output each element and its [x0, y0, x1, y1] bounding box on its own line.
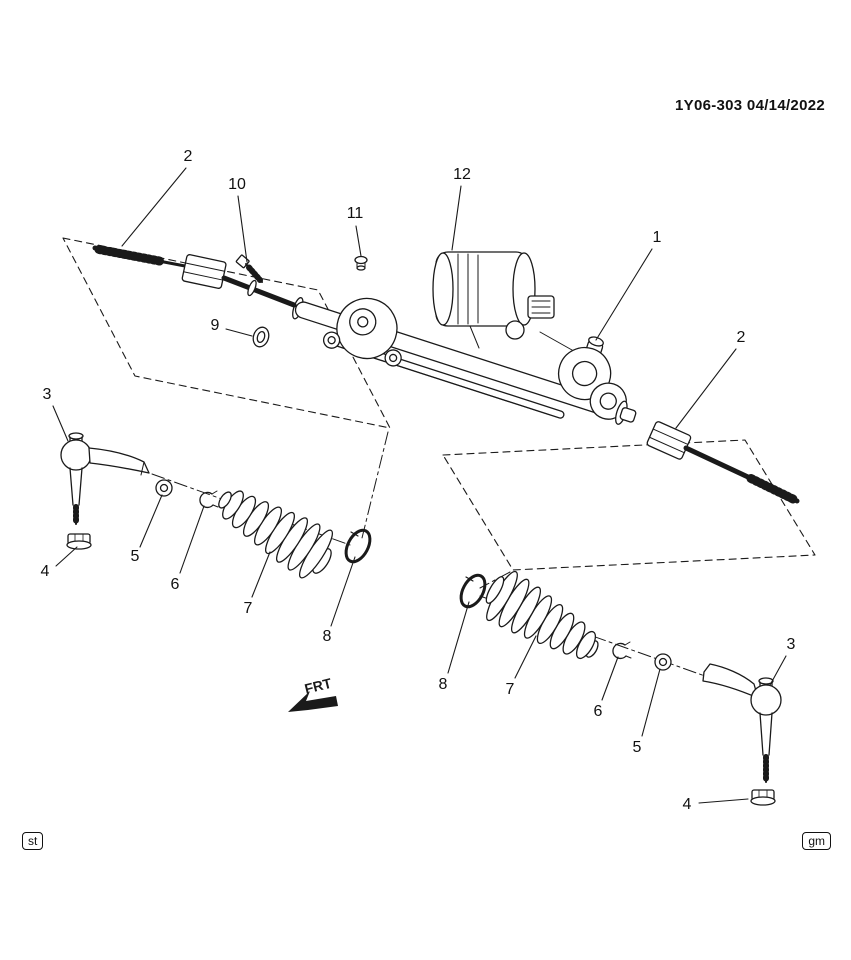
bolt: [235, 254, 263, 283]
callout-11: 11: [346, 205, 364, 222]
callout-3-left: 3: [42, 386, 52, 403]
callout-10: 10: [228, 176, 246, 193]
assembly-plane-right: [442, 439, 816, 571]
nut-left: [66, 533, 92, 550]
leader-lines: [52, 167, 787, 804]
callout-6-left: 6: [170, 576, 180, 593]
electric-drive-motor: [432, 251, 573, 351]
boot-left: [218, 490, 333, 579]
callout-12: 12: [453, 166, 471, 183]
clamp-left: [199, 490, 219, 509]
inner-tie-rod-upper-left: [92, 245, 297, 308]
callout-5-right: 5: [632, 739, 642, 756]
callout-8-left: 8: [322, 628, 332, 645]
boot-right: [485, 570, 599, 660]
callout-6-right: 6: [593, 703, 603, 720]
document-reference: 1Y06-303 04/14/2022: [675, 97, 825, 114]
callout-5-left: 5: [130, 548, 140, 565]
washer-left: [155, 479, 173, 497]
frt-label: FRT: [303, 675, 334, 697]
footer-code-gm: gm: [802, 832, 831, 851]
boot-ring-left: [344, 528, 372, 564]
callout-7-left: 7: [243, 600, 253, 617]
callout-2-upper-left: 2: [183, 148, 193, 165]
callout-1: 1: [652, 229, 662, 246]
steering-gear-assembly: [292, 297, 637, 425]
callout-4-right: 4: [682, 796, 692, 813]
frt-direction-indicator: FRT: [288, 675, 338, 712]
assembly-plane-left: [62, 237, 391, 429]
callout-9: 9: [210, 317, 220, 334]
plug: [354, 255, 368, 271]
inner-tie-rod-right: [646, 421, 800, 504]
callout-3-right: 3: [786, 636, 796, 653]
callout-8-right: 8: [438, 676, 448, 693]
seal-ring: [252, 326, 270, 348]
footer-code-st: st: [22, 832, 44, 851]
washer-right: [654, 653, 672, 671]
callout-4-left: 4: [40, 563, 50, 580]
nut-right: [750, 789, 776, 806]
clamp-right: [612, 641, 632, 660]
callout-7-right: 7: [505, 681, 515, 698]
callout-2-right: 2: [736, 329, 746, 346]
centerlines: [151, 431, 706, 677]
boot-ring-right: [459, 573, 487, 609]
outer-tie-rod-left: [60, 432, 150, 525]
outer-tie-rod-right: [702, 663, 782, 783]
